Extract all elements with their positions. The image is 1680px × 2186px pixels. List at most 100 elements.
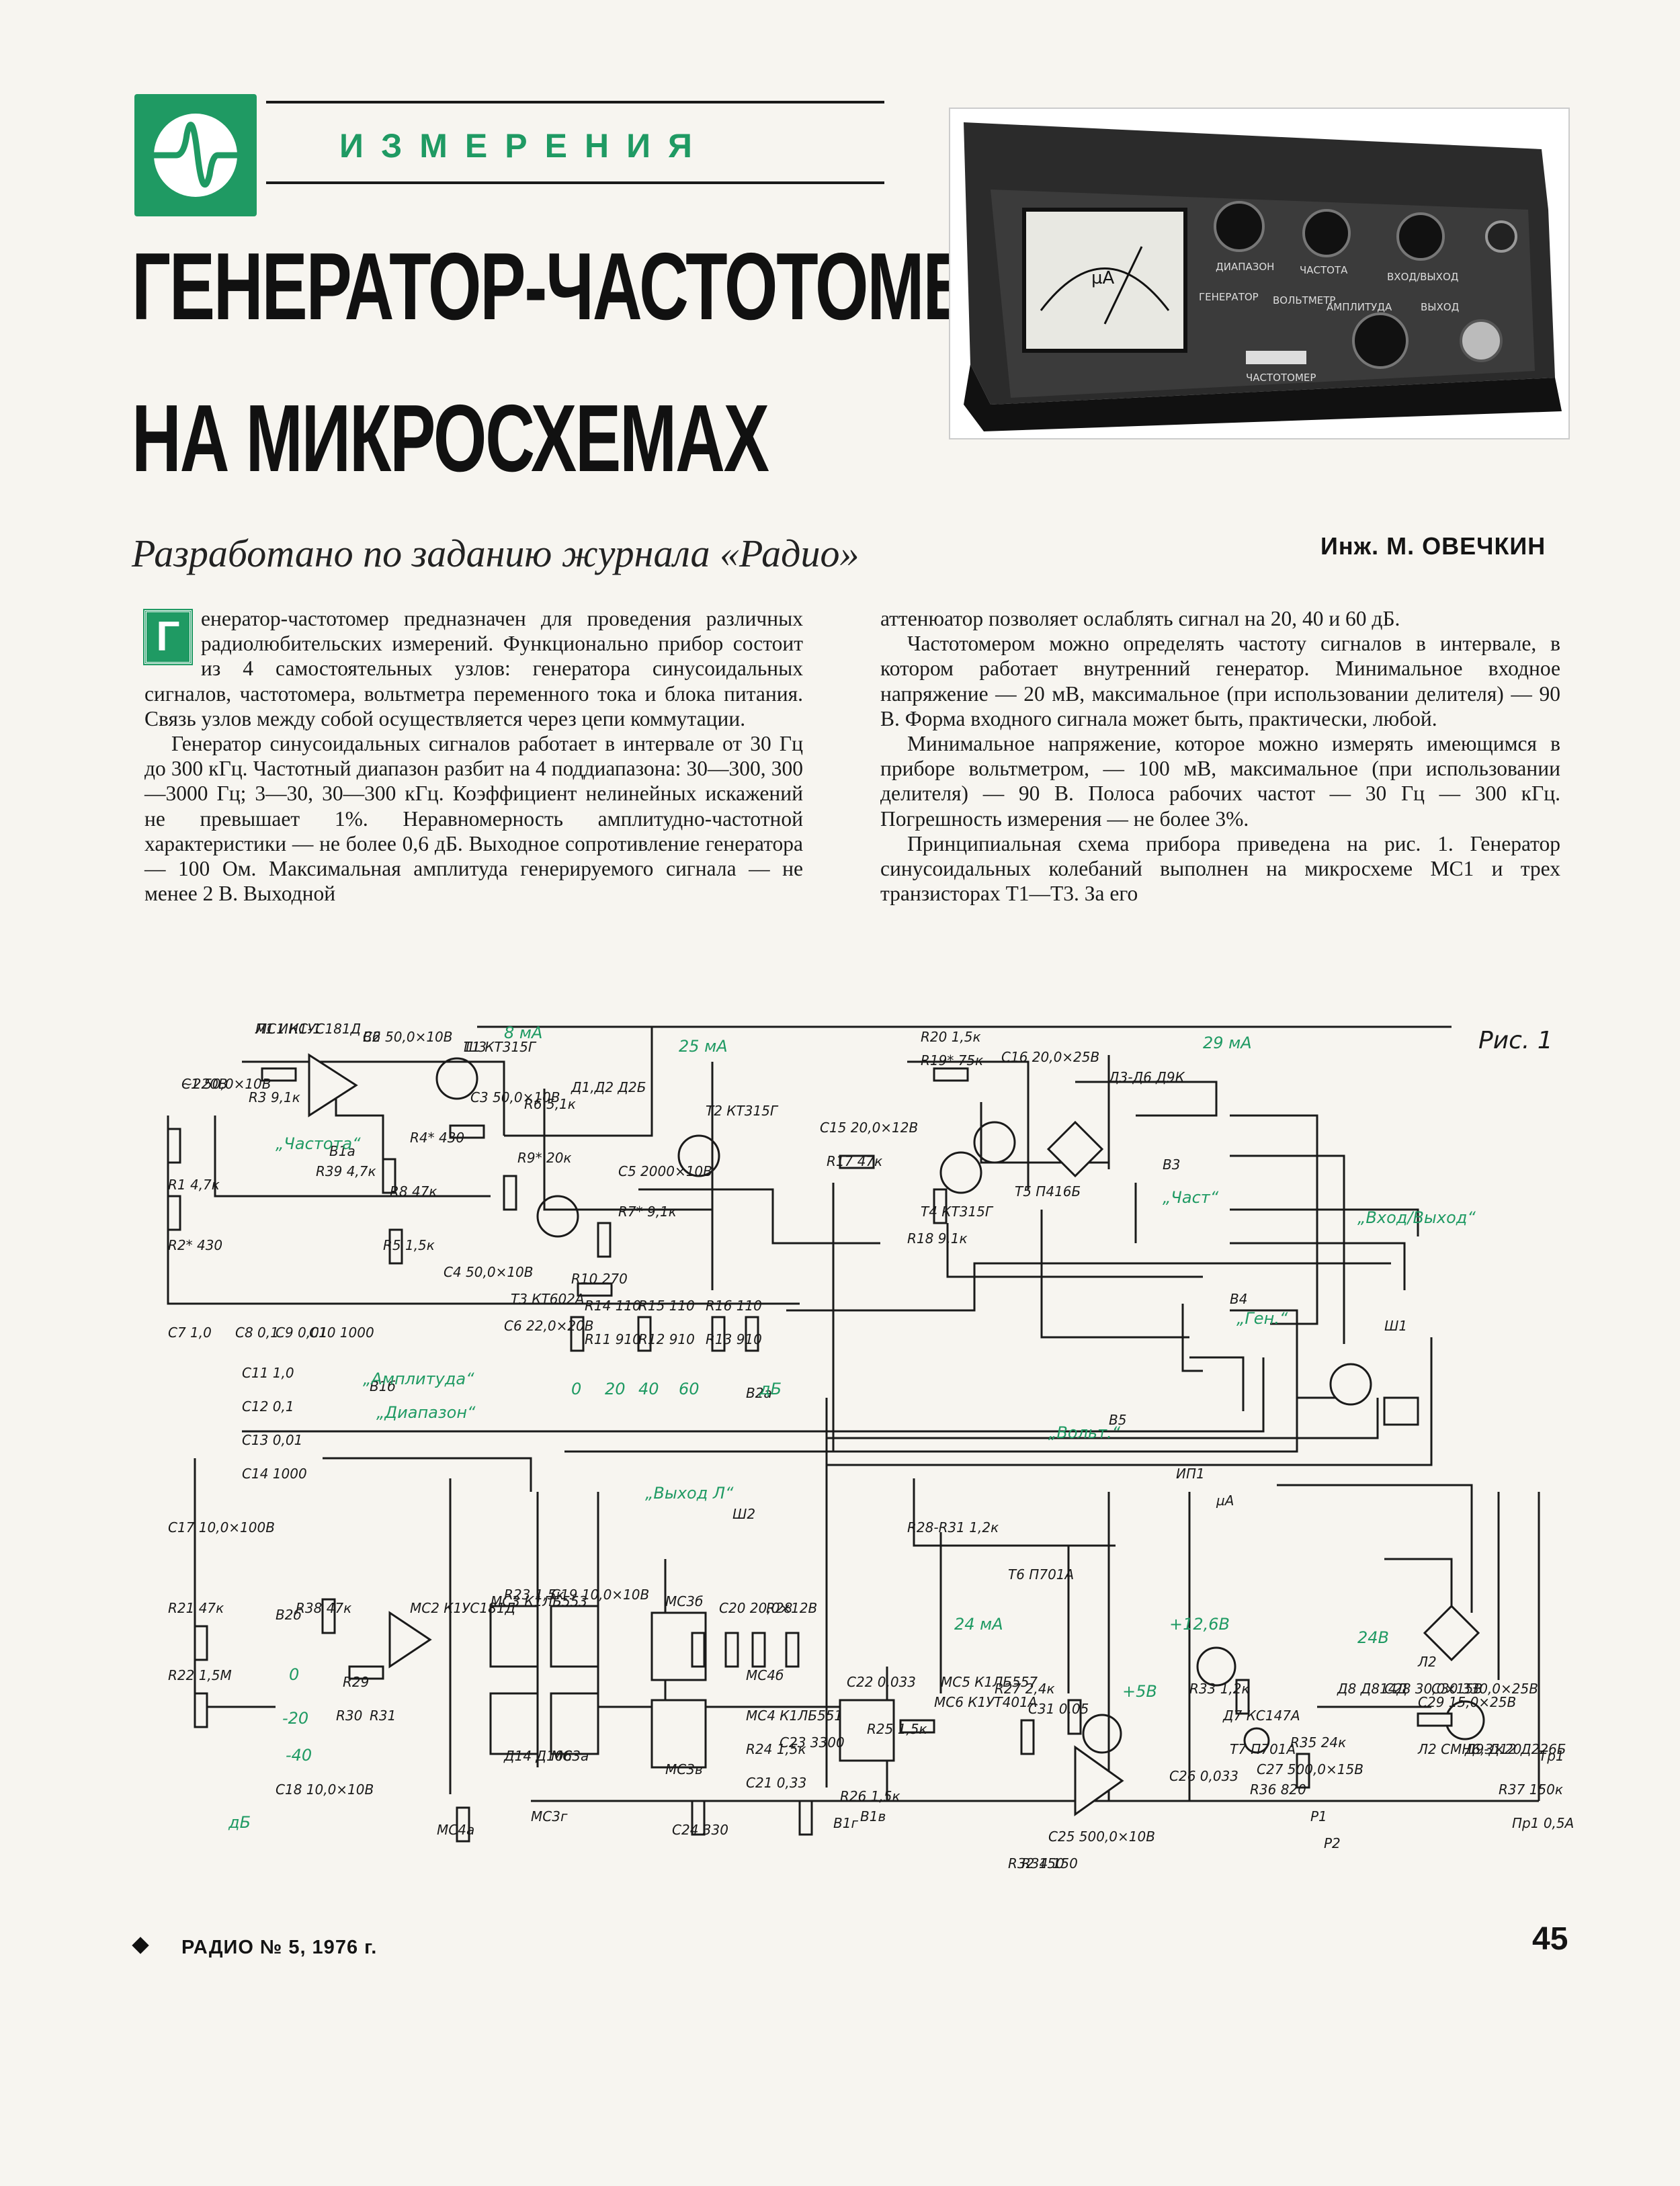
- part-label: R6 5,1к: [524, 1096, 576, 1112]
- part-label: R4* 430: [410, 1130, 464, 1146]
- part-label: МС6 К1УТ401А: [934, 1694, 1038, 1710]
- part-label: C4 50,0×10В: [444, 1264, 534, 1280]
- transistor-symbols: [435, 1057, 1236, 1754]
- part-label: В6: [363, 1029, 380, 1045]
- part-label: R17 47к: [827, 1153, 882, 1169]
- part-label: R27 2,4к: [995, 1681, 1055, 1697]
- part-label: R1 4,7к: [168, 1177, 220, 1193]
- footer-journal: РАДИО № 5, 1976 г.: [181, 1937, 378, 1958]
- part-label: C25 500,0×10В: [1048, 1828, 1155, 1845]
- part-label: Д9-Д12 Д226Б: [1464, 1741, 1566, 1757]
- part-label: R3 9,1к: [249, 1089, 300, 1105]
- part-label: Т2 КТ315Г: [706, 1103, 779, 1119]
- part-label: C31 0,05: [1028, 1701, 1089, 1717]
- meter-unit-label: µA: [1091, 268, 1115, 288]
- header-rule-top: [266, 101, 884, 103]
- part-label: Л2 СМН6,3×20: [1417, 1741, 1521, 1757]
- footer-diamond-icon: [132, 1937, 149, 1954]
- part-label: C22 0,033: [847, 1674, 916, 1690]
- part-label: R14 110: [585, 1298, 641, 1314]
- part-label: R13 910: [706, 1331, 762, 1347]
- header-rule-bottom: [266, 181, 884, 184]
- part-label: R28: [766, 1600, 792, 1616]
- part-label: Д3-Д6 Д9К: [1108, 1069, 1185, 1085]
- part-label: C7 1,0: [168, 1325, 212, 1341]
- paragraph: Генератор синусоидальных сигналов работа…: [144, 732, 803, 906]
- part-label: В1б: [370, 1378, 396, 1394]
- part-label: В1в: [860, 1808, 886, 1824]
- green-annotation: „Вольт.“: [1048, 1423, 1121, 1442]
- sine-wave-icon: [151, 114, 241, 197]
- part-label: Т3 КТ602А: [511, 1291, 585, 1307]
- figure-label: Рис. 1: [1478, 1027, 1553, 1054]
- part-label: C15 20,0×12В: [820, 1120, 918, 1136]
- part-label: R2* 430: [168, 1237, 222, 1253]
- part-label: В4: [1230, 1291, 1247, 1307]
- green-annotation: „Ген.“: [1236, 1309, 1288, 1328]
- part-label: Т6 П701А: [1008, 1566, 1074, 1583]
- part-label: МС4б: [746, 1667, 784, 1683]
- part-label: C12 0,1: [242, 1398, 294, 1415]
- part-label: C13 0,01: [242, 1432, 302, 1448]
- panel-label-counter: ЧАСТОТОМЕР: [1246, 372, 1316, 384]
- panel-label-io: ВХОД/ВЫХОД: [1387, 271, 1458, 283]
- part-label: В1г: [833, 1815, 858, 1831]
- part-label: МС4 К1ЛБ551: [746, 1708, 843, 1724]
- part-label: C21 0,33: [746, 1775, 806, 1791]
- part-label: R12 910: [638, 1331, 695, 1347]
- part-label: C26 0,033: [1169, 1768, 1238, 1784]
- green-annotation: +5В: [1122, 1682, 1157, 1701]
- part-label: R24 1,5к: [746, 1741, 806, 1757]
- section-heading: ИЗМЕРЕНИЯ: [339, 127, 710, 165]
- panel-label-ampl: АМПЛИТУДА: [1327, 301, 1392, 313]
- paragraph: Частотомером можно определять частоту си…: [880, 632, 1560, 730]
- part-label: ИП1: [1176, 1466, 1205, 1482]
- part-label: В1а: [329, 1143, 355, 1159]
- part-label: В2а: [746, 1385, 772, 1401]
- part-label: Л1 ИНС-1: [255, 1021, 321, 1037]
- panel-label-volt: ВОЛЬТМЕТР: [1273, 294, 1335, 306]
- page-number: 45: [1532, 1921, 1568, 1957]
- green-annotation: 20: [605, 1380, 626, 1398]
- green-annotation: 0: [571, 1380, 581, 1398]
- part-label: R11 910: [585, 1331, 641, 1347]
- part-label: R29: [343, 1674, 369, 1690]
- part-label: R28-R31 1,2к: [907, 1519, 999, 1536]
- part-label: µA: [1216, 1493, 1234, 1509]
- green-annotation: 60: [679, 1380, 700, 1398]
- article-subtitle: Разработано по заданию журнала «Радио»: [132, 532, 859, 575]
- article-title-line1: ГЕНЕРАТОР-ЧАСТОТОМЕР: [132, 233, 1013, 340]
- part-label: C10 1000: [309, 1325, 374, 1341]
- part-label: C6 22,0×20В: [504, 1318, 594, 1334]
- part-label: C28 30,0×15В: [1384, 1681, 1482, 1697]
- part-label: C27 500,0×15В: [1257, 1761, 1363, 1777]
- part-label: R33 1,2к: [1189, 1681, 1250, 1697]
- green-annotation: „Част“: [1163, 1188, 1219, 1207]
- part-label: R38 47к: [296, 1600, 351, 1616]
- part-label: C3 50,0×10В: [470, 1089, 560, 1105]
- green-annotation: „Выход Л“: [645, 1484, 734, 1503]
- part-label: C19 10,0×10В: [551, 1587, 649, 1603]
- part-label: R16 110: [706, 1298, 762, 1314]
- green-annotation: 40: [638, 1380, 659, 1398]
- part-label: Д1,Д2 Д2Б: [571, 1079, 646, 1095]
- part-label: C16 20,0×25В: [1001, 1049, 1099, 1065]
- part-label: C23 3300: [780, 1734, 845, 1751]
- green-annotation: +12,6В: [1169, 1615, 1230, 1634]
- part-label: R18 9,1к: [907, 1230, 968, 1247]
- green-annotation: „Вход/Выход“: [1357, 1208, 1476, 1227]
- part-label: C11 1,0: [242, 1365, 294, 1381]
- part-label: МС3б: [665, 1593, 703, 1609]
- part-label: ~220В: [181, 1076, 228, 1092]
- part-label: C8 0,1: [235, 1325, 279, 1341]
- part-label: C2 50,0×10В: [363, 1029, 453, 1045]
- part-label: МС3в: [665, 1761, 703, 1777]
- green-annotation: 29 мА: [1203, 1034, 1252, 1052]
- part-label: R37 150к: [1499, 1781, 1563, 1798]
- part-label: R7* 9,1к: [618, 1204, 677, 1220]
- panel-label-freq: ЧАСТОТА: [1300, 264, 1348, 276]
